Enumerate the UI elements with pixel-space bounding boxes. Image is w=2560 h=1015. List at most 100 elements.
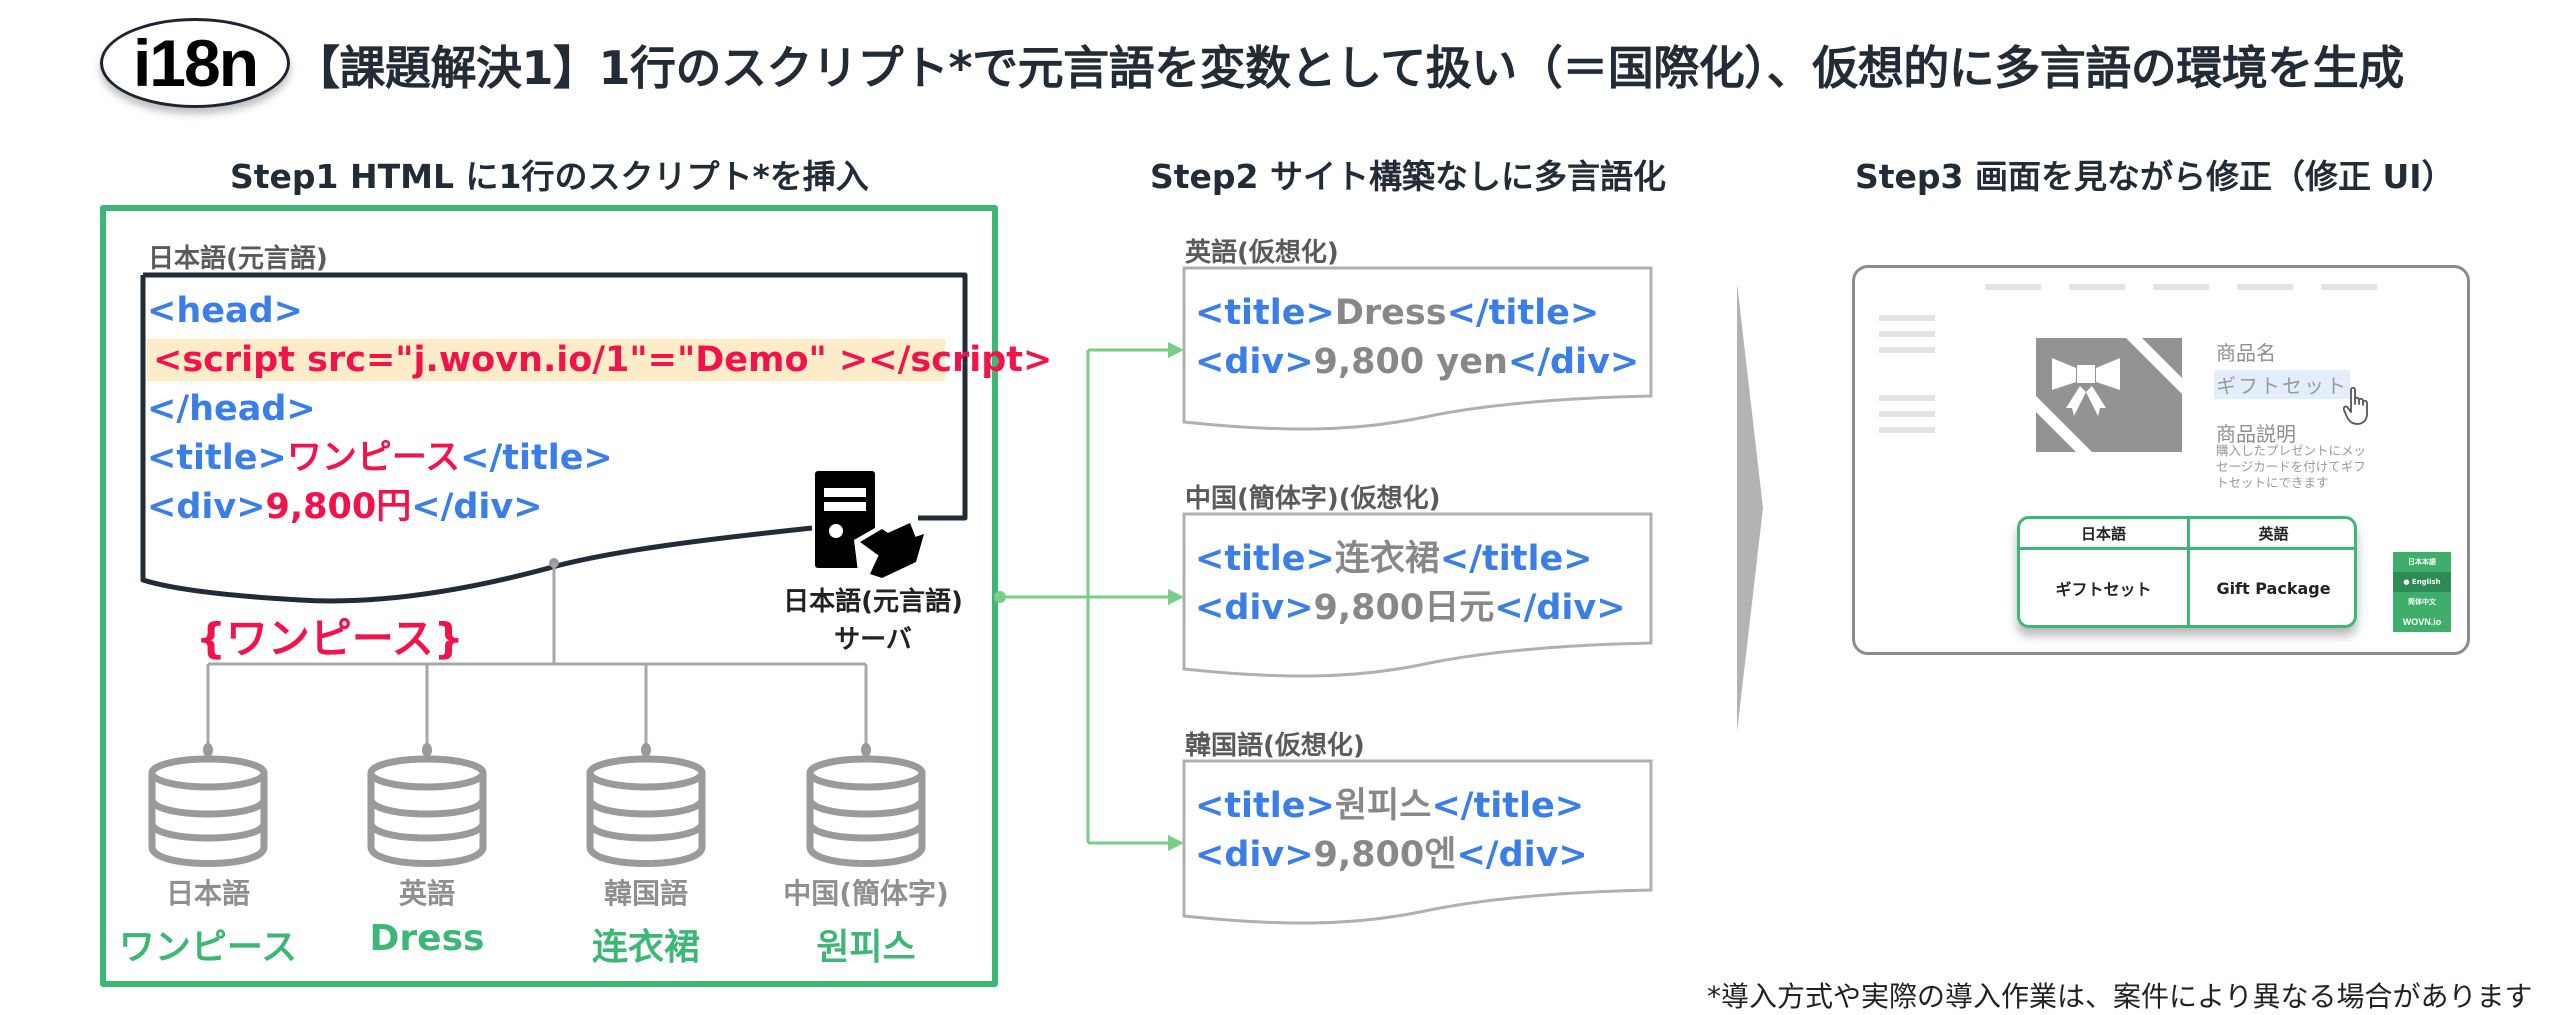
virtual-title-line: <title>Dress</title> xyxy=(1195,296,1599,331)
product-name-label: 商品名 xyxy=(2216,341,2276,365)
nav-bar-placeholder xyxy=(2153,284,2209,290)
connector-end-dot xyxy=(203,743,213,757)
code-div-line: <div>9,800円</div> xyxy=(147,490,543,525)
tag-title-open: <title> xyxy=(1195,539,1335,579)
sidebar-placeholder xyxy=(1879,427,1935,433)
server-label: 日本語(元言語) サーバ xyxy=(778,583,968,659)
server-folder-icon xyxy=(815,471,924,578)
translation-editor-table: 日本語 英語 ギフトセット Gift Package xyxy=(2017,516,2357,628)
nav-bar-placeholder xyxy=(2069,284,2125,290)
sidebar-placeholder xyxy=(1879,331,1935,337)
step2-title: Step2 サイト構築なしに多言語化 xyxy=(1150,157,1666,196)
step-chevron-arrow xyxy=(1737,283,1763,732)
connector-end-dot xyxy=(422,743,432,757)
database-language-label: 英語 xyxy=(398,877,455,910)
database-value: ワンピース xyxy=(118,927,298,968)
tag-div-open: <div> xyxy=(1195,342,1314,382)
table-header-en: 英語 xyxy=(2258,524,2289,543)
database-language-label: 中国(簡体字) xyxy=(783,877,949,910)
product-desc-value: 購入したプレゼントにメッセージカードを付けてギフトセットにできます xyxy=(2216,443,2367,490)
tag-title-open: <title> xyxy=(1195,786,1335,826)
logo-text: i18n xyxy=(132,26,259,100)
variable-placeholder: {ワンピース} xyxy=(196,614,464,663)
virtual-language-label: 中国(簡体字)(仮想化) xyxy=(1185,484,1441,514)
language-switcher-widget: 日本本語 ● English 简体中文 WOVN.io xyxy=(2393,552,2451,632)
i18n-logo: i18n xyxy=(100,18,290,108)
tag-div-close: </div> xyxy=(1507,342,1640,382)
product-desc-label: 商品説明 xyxy=(2216,422,2296,446)
translated-price: 9,800日元 xyxy=(1313,588,1495,628)
virtual-title-line: <title>원피스</title> xyxy=(1195,789,1584,824)
translated-price: 9,800 yen xyxy=(1313,342,1508,382)
database-value: 원피스 xyxy=(816,927,916,968)
nav-bar-placeholder xyxy=(1985,284,2041,290)
server-label-line1: 日本語(元言語) xyxy=(783,587,963,617)
step1-title: Step1 HTML に1行のスクリプト*を挿入 xyxy=(230,157,869,196)
database-value: 连衣裙 xyxy=(591,927,700,968)
database-icon xyxy=(806,755,926,867)
database-language-label: 日本語 xyxy=(165,877,250,910)
tag-div-open: <div> xyxy=(147,487,266,527)
nav-bar-placeholder xyxy=(2237,284,2293,290)
server-label-line2: サーバ xyxy=(834,625,912,655)
tag-div-open: <div> xyxy=(1195,588,1314,628)
code-title-line: <title>ワンピース</title> xyxy=(147,441,613,476)
selected-language: English xyxy=(2411,578,2441,586)
connector-end-dot xyxy=(861,743,871,757)
code-head-close: </head> xyxy=(147,389,316,429)
table-header-ja: 日本語 xyxy=(2080,524,2126,543)
product-name-value[interactable]: ギフトセット xyxy=(2214,370,2350,399)
translated-title: Dress xyxy=(1334,293,1447,333)
footnote: *導入方式や実際の導入作業は、案件により異なる場合があります xyxy=(1707,980,2533,1013)
virtual-language-label: 英語(仮想化) xyxy=(1185,238,1339,268)
tag-div-open: <div> xyxy=(1195,835,1314,875)
sidebar-placeholder xyxy=(1879,395,1935,401)
virtual-div-line: <div>9,800엔</div> xyxy=(1195,838,1588,873)
virtual-div-line: <div>9,800 yen</div> xyxy=(1195,345,1639,380)
database-language-label: 韓国語 xyxy=(603,877,688,910)
virtual-language-label: 韓国語(仮想化) xyxy=(1185,731,1365,761)
title-value: ワンピース xyxy=(286,438,461,478)
tag-div-close: </div> xyxy=(411,487,543,527)
page-title: 【課題解決1】1行のスクリプト*で元言語を変数として扱い（＝国際化）、仮想的に多… xyxy=(294,41,2404,95)
code-head-open: <head> xyxy=(147,291,303,331)
tag-title-close: </title> xyxy=(460,438,613,478)
language-option-zh[interactable]: 简体中文 xyxy=(2408,598,2436,606)
language-option-en[interactable]: ● English xyxy=(2393,572,2451,592)
korean-doc-frame xyxy=(1182,759,1653,925)
arrow-head-chinese xyxy=(1168,589,1184,605)
sidebar-placeholder xyxy=(1879,347,1935,353)
table-cell-ja: ギフトセット xyxy=(2055,580,2152,599)
source-document-frame xyxy=(140,272,968,604)
arrow-head-english xyxy=(1168,342,1184,358)
english-doc-frame xyxy=(1182,266,1653,431)
tag-title-open: <title> xyxy=(147,438,287,478)
wovn-brand: WOVN.io xyxy=(2402,617,2442,627)
sidebar-placeholder xyxy=(1879,411,1935,417)
code-script-line: <script src="j.wovn.io/1"="Demo" ></scri… xyxy=(153,340,1053,380)
tag-title-close: </title> xyxy=(1431,786,1585,826)
tag-div-close: </div> xyxy=(1494,588,1626,628)
translated-title: 원피스 xyxy=(1334,786,1432,826)
arrow-head-korean xyxy=(1168,835,1184,851)
database-value: Dress xyxy=(369,918,485,959)
database-icon xyxy=(367,755,487,867)
tag-title-open: <title> xyxy=(1195,293,1335,333)
selected-bullet-icon: ● xyxy=(2403,578,2412,586)
chinese-doc-frame xyxy=(1182,512,1653,678)
tag-title-close: </title> xyxy=(1439,539,1593,579)
language-option-ja[interactable]: 日本本語 xyxy=(2408,558,2436,566)
database-icon xyxy=(148,755,268,867)
table-cell-en[interactable]: Gift Package xyxy=(2216,578,2331,598)
database-icon xyxy=(586,755,706,867)
script-highlight xyxy=(147,339,945,381)
gift-box-icon xyxy=(2036,338,2182,452)
table-column-divider xyxy=(2187,519,2190,625)
connector-end-dot xyxy=(641,743,651,757)
translated-price: 9,800엔 xyxy=(1313,835,1457,875)
tag-div-close: </div> xyxy=(1456,835,1588,875)
nav-bar-placeholder xyxy=(2321,284,2377,290)
tag-title-close: </title> xyxy=(1446,293,1600,333)
